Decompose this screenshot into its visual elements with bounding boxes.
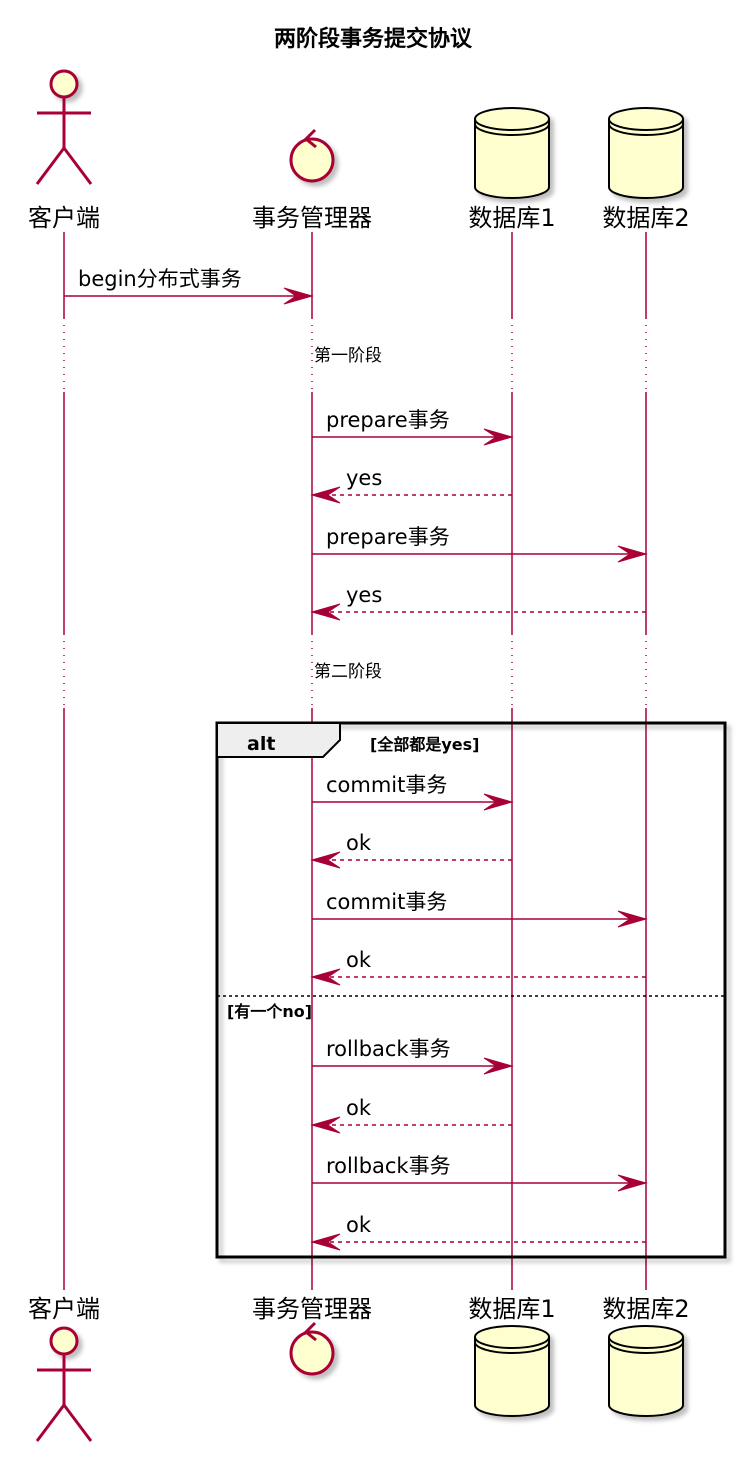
message-4: prepare事务 bbox=[312, 525, 648, 563]
database-rim bbox=[474, 123, 550, 136]
message-label: ok bbox=[346, 948, 372, 972]
database-rim bbox=[608, 1341, 684, 1354]
participant-client-bottom: 客户端 bbox=[28, 1295, 100, 1442]
arrowhead bbox=[617, 910, 648, 928]
message-label: commit事务 bbox=[326, 773, 447, 797]
message-13: ok bbox=[310, 1213, 646, 1251]
participant-db2: 数据库2 bbox=[602, 107, 690, 232]
arrowhead bbox=[310, 968, 341, 986]
actor-head bbox=[49, 1326, 79, 1356]
participant-db1: 数据库1 bbox=[468, 107, 556, 232]
alt-frame-header bbox=[216, 722, 341, 758]
message-label: ok bbox=[346, 1096, 372, 1120]
alt-frame: alt [全部都是yes] [有一个no] bbox=[215, 721, 727, 1259]
alt-else-guard: [有一个no] bbox=[227, 1002, 312, 1021]
alt-keyword: alt bbox=[247, 733, 275, 755]
message-1: begin分布式事务 bbox=[64, 267, 314, 305]
message-12: rollback事务 bbox=[312, 1154, 648, 1192]
phase-divider-label: 第二阶段 bbox=[314, 662, 382, 682]
control-circle bbox=[289, 137, 335, 183]
message-label: commit事务 bbox=[326, 890, 447, 914]
database-rim bbox=[474, 1336, 550, 1349]
database-cylinder bbox=[608, 1325, 684, 1417]
alt-guard: [全部都是yes] bbox=[370, 735, 479, 754]
participant-label: 事务管理器 bbox=[252, 204, 372, 232]
message-2: prepare事务 bbox=[312, 408, 514, 446]
arrowhead bbox=[310, 486, 341, 504]
message-label: rollback事务 bbox=[326, 1037, 451, 1061]
arrowhead bbox=[617, 1174, 648, 1192]
actor-leg bbox=[35, 1404, 66, 1442]
participant-label: 事务管理器 bbox=[252, 1295, 372, 1323]
participants-top: 客户端 事务管理器 数据库1 数据库2 bbox=[28, 69, 690, 232]
participant-label: 数据库1 bbox=[468, 204, 555, 232]
message-label: ok bbox=[346, 831, 372, 855]
participant-label: 客户端 bbox=[28, 204, 100, 232]
message-label: prepare事务 bbox=[326, 408, 450, 432]
arrowhead bbox=[483, 793, 514, 811]
database-cylinder bbox=[608, 107, 684, 199]
arrowhead bbox=[310, 1116, 341, 1134]
message-5: yes bbox=[310, 583, 646, 621]
database-cylinder bbox=[474, 107, 550, 199]
message-label: rollback事务 bbox=[326, 1154, 451, 1178]
message-3: yes bbox=[310, 466, 512, 504]
participant-db2-bottom: 数据库2 bbox=[602, 1295, 690, 1417]
participant-label: 数据库1 bbox=[468, 1295, 555, 1323]
actor-leg bbox=[62, 1404, 93, 1442]
participants-bottom: 客户端 事务管理器 数据库1 数据库2 bbox=[28, 1295, 690, 1442]
arrowhead bbox=[617, 545, 648, 563]
arrowhead bbox=[310, 1233, 341, 1251]
database-rim bbox=[608, 1336, 684, 1349]
arrowhead bbox=[483, 428, 514, 446]
participant-db1-bottom: 数据库1 bbox=[468, 1295, 556, 1417]
control-circle bbox=[289, 1330, 335, 1376]
database-rim bbox=[608, 118, 684, 131]
actor-leg bbox=[62, 147, 93, 185]
participant-label: 客户端 bbox=[28, 1295, 100, 1323]
message-label: prepare事务 bbox=[326, 525, 450, 549]
participant-label: 数据库2 bbox=[602, 204, 689, 232]
actor-leg bbox=[35, 147, 66, 185]
participant-label: 数据库2 bbox=[602, 1295, 689, 1323]
actor-head bbox=[49, 69, 79, 99]
diagram-title: 两阶段事务提交协议 bbox=[274, 26, 473, 52]
participant-client: 客户端 bbox=[28, 69, 100, 232]
control-arrow bbox=[303, 1321, 317, 1342]
arrowhead bbox=[310, 851, 341, 869]
message-label: ok bbox=[346, 1213, 372, 1237]
message-label: begin分布式事务 bbox=[78, 267, 242, 291]
arrowhead bbox=[310, 603, 341, 621]
phase-divider-label: 第一阶段 bbox=[314, 346, 382, 366]
participant-tm: 事务管理器 bbox=[252, 128, 372, 232]
arrowhead bbox=[483, 1057, 514, 1075]
message-11: ok bbox=[310, 1096, 512, 1134]
messages: begin分布式事务 prepare事务 yes prepare事务 yes commit… bbox=[64, 267, 648, 1251]
alt-frame-box bbox=[215, 721, 727, 1259]
message-label: yes bbox=[346, 583, 382, 607]
database-rim bbox=[474, 1341, 550, 1354]
message-8: commit事务 bbox=[312, 890, 648, 928]
participant-tm-bottom: 事务管理器 bbox=[252, 1295, 372, 1376]
message-10: rollback事务 bbox=[312, 1037, 514, 1075]
control-arrow bbox=[303, 128, 317, 149]
arrowhead bbox=[283, 287, 314, 305]
lifelines bbox=[63, 232, 647, 1290]
database-rim bbox=[608, 123, 684, 136]
database-cylinder bbox=[474, 1325, 550, 1417]
message-label: yes bbox=[346, 466, 382, 490]
message-6: commit事务 bbox=[312, 773, 514, 811]
database-rim bbox=[474, 118, 550, 131]
message-9: ok bbox=[310, 948, 646, 986]
message-7: ok bbox=[310, 831, 512, 869]
